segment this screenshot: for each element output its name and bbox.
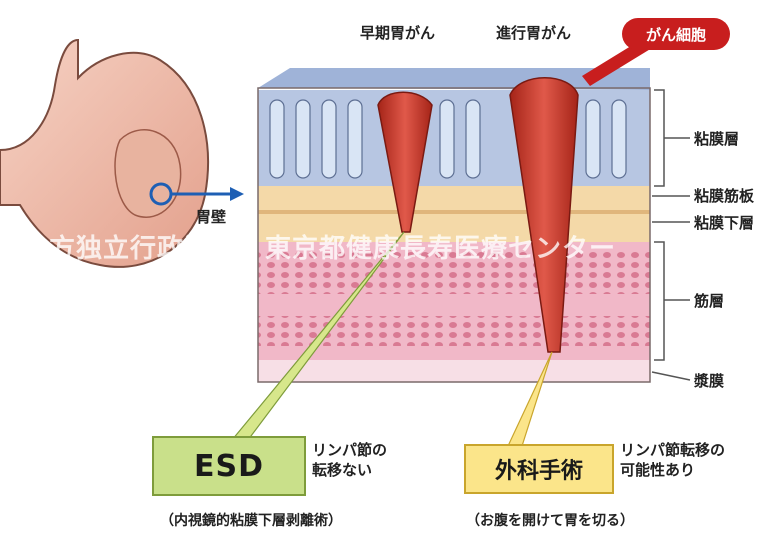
- watermark-text: 地方独立行政法人 東京都健康長寿医療センター: [22, 234, 617, 264]
- surgery-note-line1: リンパ節転移の: [620, 441, 726, 459]
- stomach-illustration: [0, 38, 244, 268]
- esd-note: リンパ節の 転移ない: [312, 440, 387, 480]
- early-cancer-label: 早期胃がん: [360, 24, 436, 42]
- layer-label-mucosa: 粘膜層: [694, 130, 740, 148]
- esd-box: ESD: [152, 436, 306, 496]
- tissue-block: [257, 68, 651, 383]
- early-cancer-tumor: [377, 91, 433, 233]
- esd-note-line1: リンパ節の: [312, 441, 388, 459]
- esd-subtitle: （内視鏡的粘膜下層剥離術）: [160, 513, 342, 529]
- cancer-cell-badge: がん細胞: [622, 18, 730, 50]
- surgery-note-line2: 可能性あり: [620, 461, 696, 479]
- zoom-circle: [149, 182, 173, 206]
- zoom-arrowhead: [230, 187, 244, 201]
- layer-label-muscle: 筋層: [694, 292, 725, 310]
- surgery-subtitle: （お腹を開けて胃を切る）: [466, 513, 634, 529]
- esd-note-line2: 転移ない: [312, 461, 373, 479]
- advanced-cancer-label: 進行胃がん: [496, 24, 572, 42]
- cancer-cell-arrow: [582, 38, 652, 86]
- layer-label-serosa: 漿膜: [694, 372, 725, 390]
- layer-label-submucosa: 粘膜下層: [694, 214, 755, 232]
- surgery-box: 外科手術: [464, 444, 614, 494]
- layer-label-muscularis-mucosae: 粘膜筋板: [694, 187, 755, 205]
- advanced-cancer-tumor: [509, 77, 579, 353]
- layer-brackets: [651, 89, 691, 381]
- stomach-wall-label: 胃壁: [196, 208, 227, 226]
- surgery-note: リンパ節転移の 可能性あり: [620, 440, 725, 480]
